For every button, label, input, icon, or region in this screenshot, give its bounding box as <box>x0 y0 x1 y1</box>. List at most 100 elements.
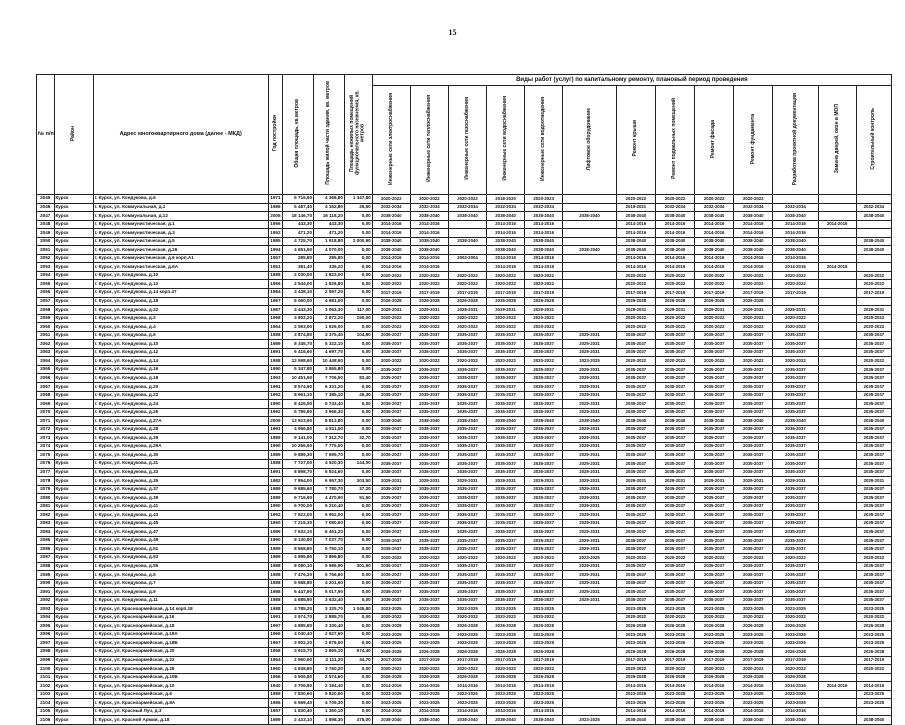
work-period-cell: 2023-2025 <box>562 715 617 725</box>
work-period-cell: 2035-2037 <box>855 544 893 554</box>
nonresidential-area-cell: 2 000,90 <box>343 236 373 247</box>
work-period-cell: 2035-2037 <box>524 339 564 349</box>
year-cell: 1940 <box>267 681 284 691</box>
year-cell: 1989 <box>267 484 284 495</box>
year-cell: 1988 <box>267 330 284 341</box>
work-period-cell: 2035-2037 <box>486 527 526 537</box>
year-cell: 1994 <box>267 245 284 255</box>
work-period-cell: 2035-2037 <box>654 510 696 520</box>
work-period-cell: 2017-2019 <box>371 288 411 298</box>
work-period-cell <box>817 288 857 298</box>
work-period-cell: 2020-2022 <box>524 552 564 563</box>
work-period-cell <box>817 450 857 460</box>
work-period-cell: 2035-2037 <box>733 364 774 375</box>
work-period-cell: 2029-2031 <box>772 476 819 486</box>
work-period-cell: 2029-2031 <box>562 527 617 537</box>
area-cell: 8 961,10 <box>282 390 315 401</box>
work-period-cell: 2023-2025 <box>654 689 696 700</box>
work-period-cell: 2035-2037 <box>855 578 893 589</box>
work-period-cell: 2038-2040 <box>409 416 449 426</box>
area-cell: 13 923,90 <box>282 416 315 426</box>
work-period-cell: 2014-2016 <box>654 681 696 691</box>
work-period-cell <box>772 296 819 307</box>
work-period-cell: 2035-2037 <box>615 450 656 460</box>
area-cell: 2 960,60 <box>282 655 315 666</box>
work-period-cell: 2035-2037 <box>486 501 526 512</box>
work-period-cell: 2023-2025 <box>409 638 449 648</box>
work-period-cell: 2035-2037 <box>654 373 696 384</box>
work-period-cell <box>855 706 893 717</box>
work-period-cell: 2029-2031 <box>562 330 617 341</box>
work-period-cell: 2035-2037 <box>694 339 735 349</box>
work-period-cell: 2035-2037 <box>615 467 656 478</box>
work-period-cell: 2026-2028 <box>486 647 526 657</box>
work-period-cell: 2026-2028 <box>654 647 696 657</box>
living-area-cell: 3 330,40 <box>313 621 345 631</box>
living-area-cell: 16 118,20 <box>313 211 345 221</box>
work-period-cell: 2017-2019 <box>524 288 564 298</box>
work-period-cell: 2014-2016 <box>772 228 819 238</box>
work-period-cell: 2035-2037 <box>486 364 526 375</box>
living-area-cell: 3 375,40 <box>313 330 345 341</box>
area-cell: 8 080,10 <box>282 561 315 572</box>
work-period-cell: 2020-2022 <box>615 552 656 563</box>
work-period-cell: 2029-2031 <box>733 305 774 315</box>
work-period-cell: 2029-2031 <box>654 305 696 315</box>
work-period-cell: 2029-2031 <box>562 587 617 597</box>
work-period-cell: 2035-2037 <box>733 330 774 341</box>
work-period-cell: 2035-2037 <box>409 510 449 520</box>
row-number: 2061 <box>36 330 55 341</box>
nonresidential-area-cell: 0,00 <box>343 535 373 546</box>
nonresidential-area-cell: 0,00 <box>343 399 373 409</box>
work-period-cell: 2020-2022 <box>524 279 564 289</box>
work-period-cell: 2035-2037 <box>371 587 411 597</box>
work-period-cell: 2026-2028 <box>524 672 564 683</box>
work-period-cell: 2035-2037 <box>733 484 774 495</box>
work-period-cell: 2020-2022 <box>409 322 449 332</box>
work-period-cell: 2020-2022 <box>694 194 735 204</box>
work-period-cell <box>562 681 617 691</box>
district-cell: Курск <box>53 484 94 495</box>
work-period-cell: 2035-2037 <box>694 484 735 495</box>
work-period-cell: 2035-2037 <box>524 373 564 384</box>
work-period-cell <box>562 279 617 289</box>
work-period-cell: 2035-2037 <box>371 407 411 418</box>
work-period-cell <box>817 347 857 358</box>
address-cell: г. Курск, ул. Кондукова, д.26 <box>92 407 269 418</box>
work-period-cell <box>855 228 893 238</box>
nonresidential-area-cell: 37,20 <box>343 484 373 495</box>
year-cell: 1991 <box>267 612 284 623</box>
district-cell: Курск <box>53 527 94 537</box>
work-period-cell: 2035-2037 <box>447 347 488 358</box>
work-period-cell: 2035-2037 <box>615 399 656 409</box>
address-cell: г. Курск, ул. Кондукова, д.6 <box>92 194 269 204</box>
living-area-cell: 2 878,50 <box>313 638 345 648</box>
address-cell: г. Курск, ул. Красноармейская, д.22 <box>92 655 269 666</box>
work-period-cell <box>817 253 857 264</box>
address-cell: г. Курск, ул. Красноармейская, д.10 <box>92 681 269 691</box>
living-area-cell: 1 918,80 <box>313 236 345 247</box>
work-period-cell: 2023-2025 <box>524 604 564 614</box>
work-period-cell: 2035-2037 <box>524 450 564 460</box>
header-work-4: Инженерные сети водоснабжения <box>486 85 526 195</box>
work-period-cell: 2014-2016 <box>409 706 449 717</box>
work-period-cell: 2035-2037 <box>524 433 564 443</box>
work-period-cell: 2035-2037 <box>524 587 564 597</box>
work-period-cell: 2017-2019 <box>524 655 564 666</box>
work-period-cell: 2035-2037 <box>524 501 564 512</box>
work-period-cell: 2020-2022 <box>447 194 488 204</box>
work-period-cell <box>562 296 617 307</box>
work-period-cell: 2035-2037 <box>694 382 735 392</box>
work-period-cell <box>562 612 617 623</box>
living-area-cell: 1 926,00 <box>313 322 345 332</box>
work-period-cell: 2035-2037 <box>733 501 774 512</box>
